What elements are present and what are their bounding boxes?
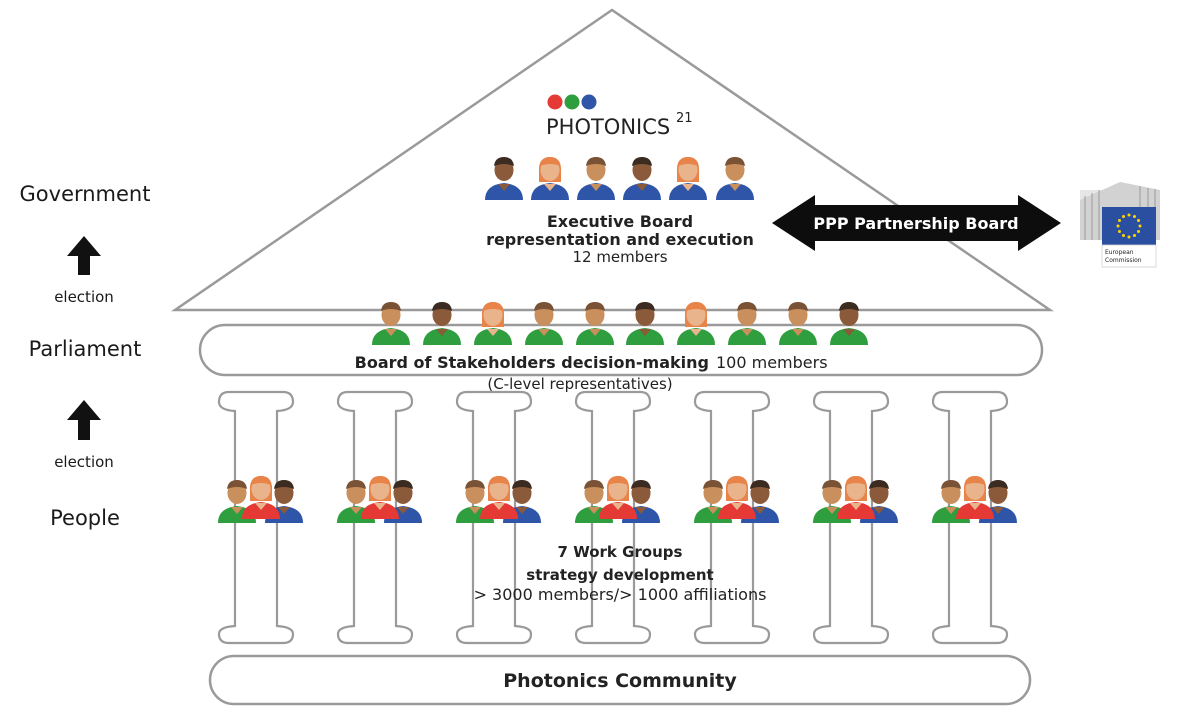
work-group-icon [694,476,779,523]
board-member-icon [577,157,615,200]
work-group-icon [813,476,898,523]
eu-star [1138,224,1142,228]
column [574,390,660,645]
election-label-lower: election [54,453,114,471]
board-member-icon [716,157,754,200]
stakeholder-icon [779,302,817,345]
arrow-up-icon [67,236,101,275]
stakeholder-icon [474,302,512,345]
logo-text: PHOTONICS [546,115,670,139]
logo-superscript: 21 [676,111,693,126]
eu-star [1137,219,1141,222]
work-group-icon [575,476,660,523]
column [931,390,1017,645]
board-member-icon [669,157,707,200]
executive-board-role: representation and execution [486,230,754,249]
stakeholder-icon [525,302,563,345]
person-icon [956,476,994,519]
eu-star [1133,234,1136,238]
eu-star [1133,214,1136,218]
board-of-stakeholders-people [372,302,868,345]
eu-star [1117,219,1121,222]
eu-star [1127,213,1131,217]
work-group-icon [456,476,541,523]
stakeholder-icon [626,302,664,345]
logo-dot-green [564,94,580,110]
photonics-community-bar [208,654,1032,706]
parliament-label: Parliament [29,337,142,361]
eu-stars [1116,213,1142,239]
column [217,390,303,645]
ppp-partnership-label: PPP Partnership Board [813,214,1018,233]
person-icon [718,476,756,519]
photonics21-logo: PHOTONICS 21 [546,94,693,139]
person-icon [480,476,518,519]
eu-star [1127,235,1131,239]
column [455,390,541,645]
eu-star [1122,214,1125,218]
column [693,390,779,645]
board-member-icon [623,157,661,200]
eu-star [1117,230,1121,233]
stakeholder-icon [830,302,868,345]
eu-star [1122,234,1125,238]
ec-label-line2: Commission [1105,257,1142,264]
work-groups-role: strategy development [526,566,713,584]
work-group-icon [337,476,422,523]
arrow-up-icon [67,400,101,440]
board-of-stakeholders-bar [198,323,1044,377]
eu-star [1116,224,1120,228]
stakeholder-icon [372,302,410,345]
person-icon [837,476,875,519]
ppp-partnership-board: PPP Partnership Board [772,195,1061,251]
ec-label-box [1101,244,1157,268]
executive-board-people [485,157,754,200]
person-icon [361,476,399,519]
ec-label-line1: European [1105,249,1134,256]
work-group-icon [218,476,303,523]
eu-star [1137,230,1141,233]
board-member-icon [485,157,523,200]
stakeholder-icon [423,302,461,345]
european-commission-logo: European Commission [1080,182,1160,268]
election-label-upper: election [54,288,114,306]
logo-dot-blue [581,94,597,110]
work-group-icon [932,476,1017,523]
board-of-stakeholders-note: (C-level representatives) [487,375,672,393]
executive-board-title: Executive Board [547,212,693,231]
double-arrow-icon [772,195,1061,251]
stakeholder-icon [576,302,614,345]
board-of-stakeholders-members: 100 members [716,353,828,372]
board-of-stakeholders-title: Board of Stakeholders decision-making [355,353,709,372]
stakeholder-icon [728,302,766,345]
logo-dot-red [547,94,563,110]
photonics-community-label: Photonics Community [503,670,737,692]
work-group-columns [217,390,1017,645]
government-label: Government [20,182,151,206]
executive-board-members: 12 members [572,248,667,266]
eu-flag-icon [1102,207,1156,245]
person-icon [265,480,303,523]
work-groups-title: 7 Work Groups [558,543,683,561]
person-icon [242,476,280,519]
work-groups-members: > 3000 members/> 1000 affiliations [474,585,767,604]
person-icon [599,476,637,519]
stakeholder-icon [677,302,715,345]
column [336,390,422,645]
people-label: People [50,506,120,530]
column [812,390,898,645]
board-member-icon [531,157,569,200]
